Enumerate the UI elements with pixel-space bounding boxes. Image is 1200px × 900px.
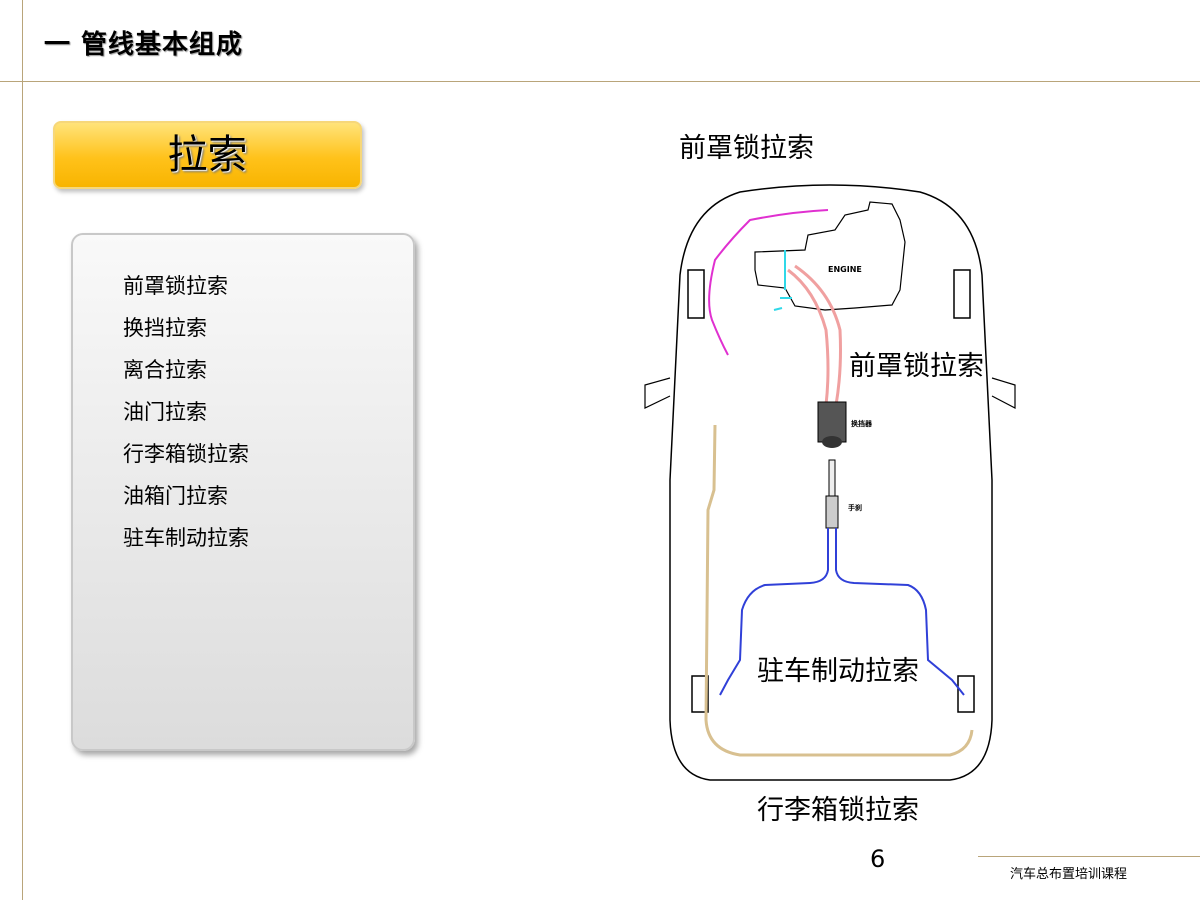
list-item: 驻车制动拉索 bbox=[123, 526, 249, 550]
trunk-release-cable bbox=[704, 424, 974, 757]
parking-brake-cable-left bbox=[719, 528, 829, 696]
left-divider-line bbox=[22, 0, 23, 900]
shifter-unit bbox=[817, 401, 847, 443]
label-hood-cable-top: 前罩锁拉索 bbox=[679, 133, 814, 164]
handbrake-lever bbox=[828, 459, 836, 497]
label-trunk-cable: 行李箱锁拉索 bbox=[757, 795, 919, 826]
hood-release-cable bbox=[708, 209, 829, 356]
course-name: 汽车总布置培训课程 bbox=[1010, 867, 1128, 882]
section-badge: 拉索 bbox=[53, 121, 362, 189]
footer-divider-line bbox=[978, 856, 1200, 857]
engine-label: ENGINE bbox=[828, 265, 862, 274]
engine-outline bbox=[754, 201, 906, 311]
clutch-cable bbox=[773, 250, 792, 311]
left-mirror bbox=[644, 377, 671, 409]
shifter-base bbox=[822, 436, 842, 448]
list-item: 离合拉索 bbox=[123, 358, 207, 382]
label-parking-brake-cable: 驻车制动拉索 bbox=[757, 656, 919, 687]
cable-list: 前罩锁拉索 换挡拉索 离合拉索 油门拉索 行李箱锁拉索 油箱门拉索 驻车制动拉索 bbox=[73, 235, 413, 559]
vehicle-diagram-svg: ENGINE 换挡器 手刹 bbox=[644, 184, 1016, 781]
header-divider-line bbox=[0, 81, 1200, 82]
wheel-rear-right bbox=[957, 675, 975, 713]
label-hood-cable-middle: 前罩锁拉索 bbox=[849, 351, 984, 382]
right-mirror bbox=[991, 377, 1016, 409]
handbrake-label: 手刹 bbox=[848, 503, 862, 512]
wheel-front-right bbox=[953, 269, 971, 319]
shifter-label: 换挡器 bbox=[851, 419, 873, 428]
car-body-outline bbox=[669, 184, 993, 781]
page-number: 6 bbox=[870, 845, 886, 873]
page-title: 一 管线基本组成 bbox=[44, 30, 244, 60]
list-item: 油箱门拉索 bbox=[123, 484, 228, 508]
list-item: 油门拉索 bbox=[123, 400, 207, 424]
list-item: 行李箱锁拉索 bbox=[123, 442, 249, 466]
list-item: 前罩锁拉索 bbox=[123, 274, 228, 298]
wheel-rear-left bbox=[691, 675, 709, 713]
cable-list-panel: 前罩锁拉索 换挡拉索 离合拉索 油门拉索 行李箱锁拉索 油箱门拉索 驻车制动拉索 bbox=[71, 233, 415, 751]
vehicle-cable-diagram: ENGINE 换挡器 手刹 bbox=[630, 180, 1030, 800]
parking-brake-cable-right bbox=[835, 528, 965, 696]
wheel-front-left bbox=[687, 269, 705, 319]
shift-cable-left bbox=[787, 268, 830, 406]
handbrake-body bbox=[825, 495, 839, 529]
shift-cable-right bbox=[794, 264, 842, 406]
list-item: 换挡拉索 bbox=[123, 316, 207, 340]
